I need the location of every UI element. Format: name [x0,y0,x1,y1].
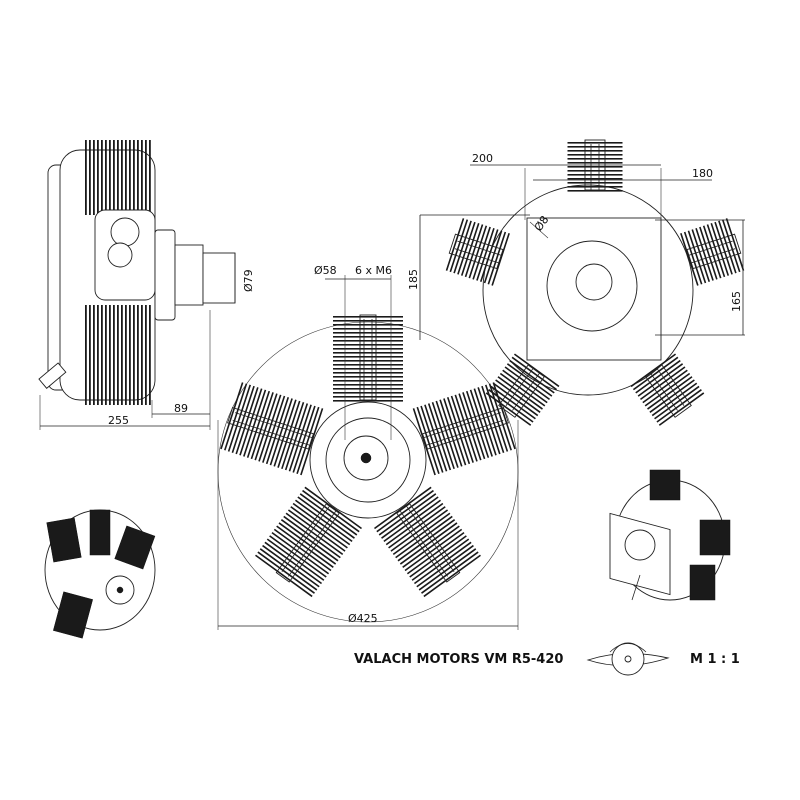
cylinder [567,139,623,192]
hub-diameter-dimension: Ø79 [242,269,255,292]
cylinder [412,382,516,476]
cylinder [680,218,745,286]
rear-view [419,139,745,426]
hub-bolt-circle-dimension: Ø58 [314,264,337,277]
cylinder [220,382,324,476]
cylinder [445,218,510,286]
hub-bolts-dimension: 6 x M6 [355,264,392,277]
front-view [217,275,519,630]
side-view [38,140,236,430]
bolt-spacing-h-dimension: 180 [692,167,713,180]
side-length-dimension: 255 [108,414,129,427]
cylinder [374,486,481,598]
valach-logo [586,642,670,676]
cylinder [333,314,403,402]
drawing-scale: M 1 : 1 [690,652,740,667]
cylinder [485,353,560,426]
cylinder [255,486,362,598]
cylinder [630,353,705,426]
rear-height-dimension: 185 [407,269,420,290]
isometric-view-rear [609,469,731,601]
drawing-title: VALACH MOTORS VM R5-420 [354,652,563,667]
prop-hub-dimension: 89 [174,402,188,415]
overall-diameter-dimension: Ø425 [348,612,378,625]
rear-width-dimension: 200 [472,152,493,165]
isometric-view-front [44,509,156,639]
bolt-spacing-v-dimension: 165 [730,291,743,312]
